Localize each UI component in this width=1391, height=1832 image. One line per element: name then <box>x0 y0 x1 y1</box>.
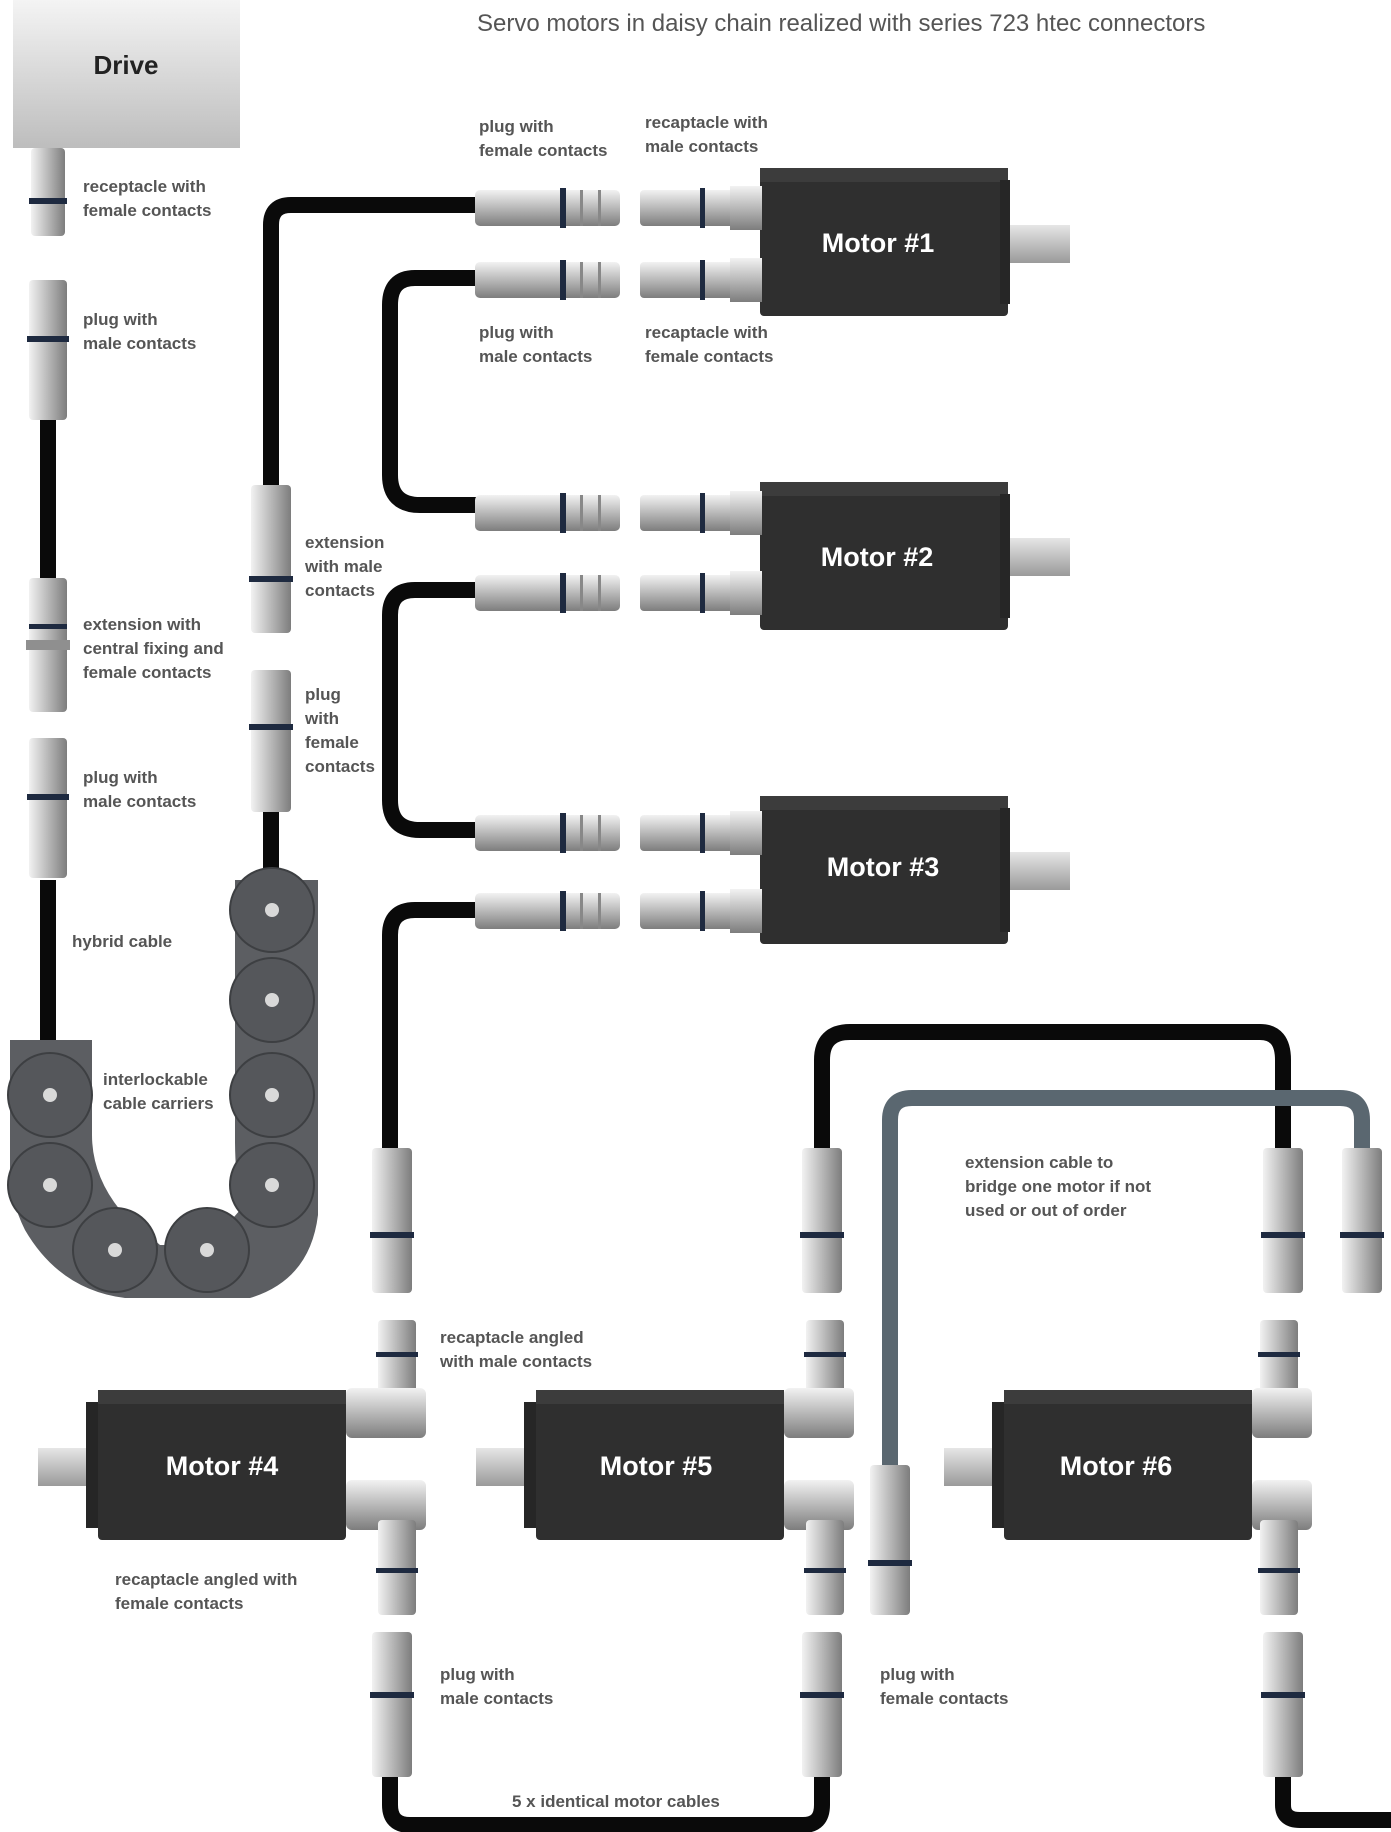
connector-m1-plug-top <box>475 188 620 228</box>
connector-m4-angled-bottom <box>346 1480 426 1615</box>
connector-plug-female-mid <box>249 670 293 812</box>
cable-motor3-motor4 <box>382 902 480 1150</box>
motor-5: Motor #5 <box>476 1390 784 1540</box>
label-extension-male: extension with male contacts <box>304 533 389 600</box>
label-m1-recep-female: recaptacle with female contacts <box>645 323 774 366</box>
connector-extension-central <box>26 578 70 712</box>
motor-1: Motor #1 <box>760 168 1070 316</box>
drive-label: Drive <box>93 50 158 80</box>
connector-m2-plug-bottom <box>475 573 620 613</box>
motor-2-label: Motor #2 <box>821 542 934 572</box>
connector-m2-plug-top <box>475 493 620 533</box>
cable-motor4-motor5 <box>382 1775 830 1832</box>
connector-bridge-bottom-plug <box>868 1465 912 1615</box>
connector-m3-plug-bottom <box>475 891 620 931</box>
label-extension-bridge: extension cable to bridge one motor if n… <box>965 1153 1156 1220</box>
motor-4-label: Motor #4 <box>166 1451 279 1481</box>
connector-plug-male-top <box>27 280 69 420</box>
connector-m1-recep-top <box>640 186 762 230</box>
connector-m5-bottom-plug <box>800 1632 844 1777</box>
label-plug-male-top: plug with male contacts <box>83 310 196 353</box>
motor-4: Motor #4 <box>38 1390 346 1540</box>
label-plug-female-mid: plug with female contacts <box>304 685 375 776</box>
label-extension-central: extension with central fixing and female… <box>83 615 228 682</box>
connector-m3-plug-top <box>475 813 620 853</box>
connector-m2-recep-bottom <box>640 571 762 615</box>
connector-m6-bottom-plug <box>1261 1632 1305 1777</box>
label-m1-recep-male: recaptacle with male contacts <box>645 113 773 156</box>
left-chain-connectors <box>26 148 293 878</box>
cable-motor2-motor3 <box>382 582 480 838</box>
connector-m4-top-plug <box>370 1148 414 1293</box>
cable-to-motor1 <box>263 197 480 495</box>
motor-connectors-top <box>475 186 762 933</box>
connector-m6-top-plug <box>1261 1148 1305 1293</box>
label-angled-female: recaptacle angled with female contacts <box>115 1570 302 1613</box>
connector-m1-recep-bottom <box>640 258 762 302</box>
label-m1-plug-male: plug with male contacts <box>479 323 592 366</box>
connector-m5-angled-bottom <box>784 1480 854 1615</box>
cable-motor6-out <box>1275 1775 1391 1828</box>
extension-bridge-cable <box>882 1090 1370 1475</box>
connector-m5-top-plug <box>800 1148 844 1293</box>
label-hybrid-cable: hybrid cable <box>72 932 172 951</box>
connector-plug-male-left <box>27 738 69 878</box>
label-bottom-plug-male: plug with male contacts <box>440 1665 553 1708</box>
cable-motor5-motor6 <box>814 1024 1291 1150</box>
label-motor-cables: 5 x identical motor cables <box>512 1792 720 1811</box>
connector-drive-receptacle <box>29 148 67 236</box>
connector-m5-angled-top <box>784 1320 854 1438</box>
motor-6: Motor #6 <box>944 1390 1252 1540</box>
connector-m3-recep-top <box>640 811 762 855</box>
connector-m2-recep-top <box>640 491 762 535</box>
motor-1-label: Motor #1 <box>822 228 935 258</box>
motor-3-label: Motor #3 <box>827 852 940 882</box>
motor-2: Motor #2 <box>760 482 1070 630</box>
connector-m1-plug-bottom <box>475 260 620 300</box>
motor-6-label: Motor #6 <box>1060 1451 1173 1481</box>
connector-m6-angled-bottom <box>1252 1480 1312 1615</box>
connector-extension-male <box>249 485 293 633</box>
bottom-connectors <box>346 1148 1384 1777</box>
cable-carrier <box>7 867 318 1298</box>
label-cable-carriers: interlockable cable carriers <box>103 1070 214 1113</box>
label-angled-male: recaptacle angled with male contacts <box>439 1328 592 1371</box>
drive-box <box>13 0 240 148</box>
label-m1-plug-female: plug with female contacts <box>479 117 608 160</box>
connector-bridge-top-plug <box>1340 1148 1384 1293</box>
diagram-title: Servo motors in daisy chain realized wit… <box>477 10 1205 37</box>
connector-m3-recep-bottom <box>640 889 762 933</box>
connector-m6-angled-top <box>1252 1320 1312 1438</box>
connector-m4-angled-top <box>346 1320 426 1438</box>
label-bottom-plug-female: plug with female contacts <box>880 1665 1009 1708</box>
cable-motor1-motor2 <box>382 270 480 513</box>
connector-m4-bottom-plug <box>370 1632 414 1777</box>
motor-5-label: Motor #5 <box>600 1451 713 1481</box>
label-plug-male-left: plug with male contacts <box>83 768 196 811</box>
motor-3: Motor #3 <box>760 796 1070 944</box>
label-receptacle-female: receptacle with female contacts <box>83 177 212 220</box>
